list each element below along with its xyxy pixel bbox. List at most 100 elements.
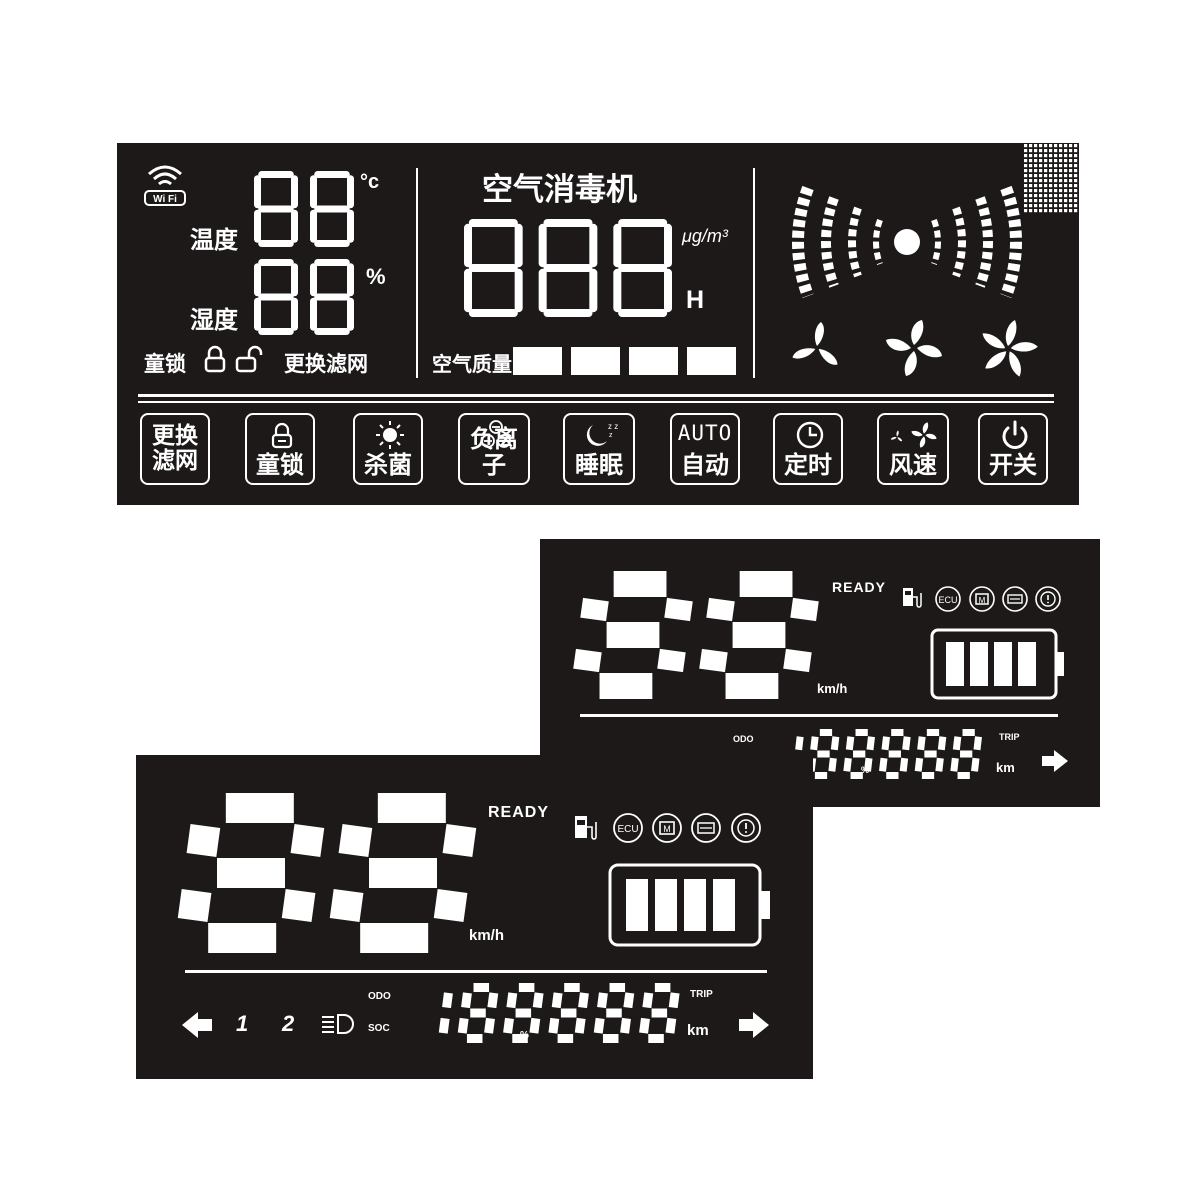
sterilize-button[interactable]: 杀菌 [353, 413, 423, 485]
clock-icon [796, 421, 824, 449]
fan-speed-button[interactable]: 风速 [877, 413, 949, 485]
child-lock-button[interactable]: 童锁 [245, 413, 315, 485]
segment-e [879, 757, 888, 772]
svg-text:M: M [979, 596, 986, 605]
front-ecu-text: ECU [617, 824, 638, 835]
anion-button[interactable]: 负离子 [458, 413, 530, 485]
humidity-digits [254, 259, 354, 335]
auto-button-label: 自动 [681, 451, 729, 479]
power-icon [1002, 420, 1028, 449]
segment-b [578, 992, 589, 1009]
front-km: km [687, 1022, 709, 1039]
segment-f [881, 736, 890, 751]
segment-f [952, 736, 962, 751]
back-right-arrow-icon [1042, 750, 1068, 772]
fan-icon [890, 422, 937, 448]
segment-e [843, 757, 852, 772]
segment-b [668, 992, 680, 1009]
segment-f [810, 736, 819, 751]
segment-f [186, 823, 221, 858]
segment-f [597, 992, 608, 1009]
segment-c [657, 648, 686, 673]
front-warning-icon [731, 813, 761, 843]
segment-b [487, 992, 499, 1009]
segment-c [529, 1017, 541, 1034]
temperature-digits [254, 171, 354, 247]
hour-unit: H [686, 286, 705, 314]
power-button-label: 开关 [989, 451, 1037, 479]
back-brake-icon [1002, 586, 1028, 612]
segment-f [580, 597, 609, 622]
segment-c [971, 757, 980, 772]
front-speed-unit: km/h [469, 927, 505, 944]
segment-e [699, 648, 728, 673]
air-quality-label: 空气质量 [432, 352, 512, 376]
temperature-label: 温度 [190, 226, 238, 254]
front-separator [185, 970, 767, 973]
back-motor-icon: M [969, 586, 995, 612]
front-odo-label: ODO [368, 991, 391, 1002]
segment-e [503, 1017, 514, 1034]
sun-icon [376, 421, 404, 449]
back-speed-unit: km/h [817, 681, 848, 696]
front-headlight-icon [322, 1014, 354, 1034]
segment-c [438, 1017, 450, 1034]
segment-b [830, 736, 840, 751]
segment-c [433, 888, 468, 923]
wifi-badge: Wi Fi [153, 194, 177, 205]
segment-b [866, 736, 875, 751]
segment-c [665, 1017, 677, 1034]
humidity-label: 湿度 [190, 306, 238, 334]
segment-b [973, 736, 982, 751]
segment-f [338, 823, 373, 858]
front-charger-icon [575, 816, 597, 840]
power-button[interactable]: 开关 [978, 413, 1048, 485]
segment-b [790, 597, 819, 622]
pm-unit: μg/m³ [682, 226, 728, 246]
child-lock-button-label: 童锁 [256, 451, 304, 479]
segment-e [914, 757, 924, 772]
back-ecu-icon: ECU [935, 586, 961, 612]
purifier-separator-horizontal-2 [138, 401, 1054, 403]
back-odo-label: ODO [733, 734, 754, 744]
back-warning-icon [1035, 586, 1061, 612]
segment-b [937, 736, 947, 751]
segment-e [177, 888, 212, 923]
lock-open-icon [235, 345, 263, 373]
front-right-arrow-icon [739, 1012, 769, 1038]
purifier-separator-horizontal-1 [138, 394, 1054, 397]
moon-icon: z z z [586, 422, 618, 446]
air-quality-bar-2 [571, 347, 620, 375]
segment-c [620, 1017, 631, 1034]
lock-closed-icon [204, 345, 226, 373]
filter-replace-button[interactable]: 更换滤网 [140, 413, 210, 485]
filter-replace-label: 更换滤网 [284, 352, 368, 376]
back-ready: READY [832, 579, 887, 595]
svg-text:z: z [609, 432, 613, 439]
segment-b [795, 736, 804, 751]
segment-f [642, 992, 654, 1009]
segment-e [548, 1017, 560, 1034]
front-brake-icon [691, 813, 721, 843]
timer-button-label: 定时 [784, 451, 832, 479]
purifier-separator-vertical-2 [753, 168, 755, 378]
segment-b [664, 597, 693, 622]
segment-f [917, 736, 926, 751]
segment-f [506, 992, 518, 1009]
front-soc-label: SOC [368, 1023, 390, 1034]
segment-f [551, 992, 563, 1009]
sleep-button[interactable]: z z z 睡眠 [563, 413, 635, 485]
auto-text: AUTO [677, 421, 733, 445]
segment-c [899, 757, 909, 772]
segment-f [706, 597, 735, 622]
front-odometer-digits [438, 983, 680, 1043]
front-gear-1: 1 [236, 1011, 249, 1036]
auto-button[interactable]: AUTO 自动 [670, 413, 740, 485]
timer-button[interactable]: 定时 [773, 413, 843, 485]
svg-text:M: M [663, 824, 671, 834]
back-percent: % [861, 765, 870, 775]
purifier-separator-vertical-1 [416, 168, 418, 378]
front-motor-icon: M [652, 813, 682, 843]
pm-digits [464, 219, 672, 317]
fan-high-icon [982, 320, 1038, 377]
